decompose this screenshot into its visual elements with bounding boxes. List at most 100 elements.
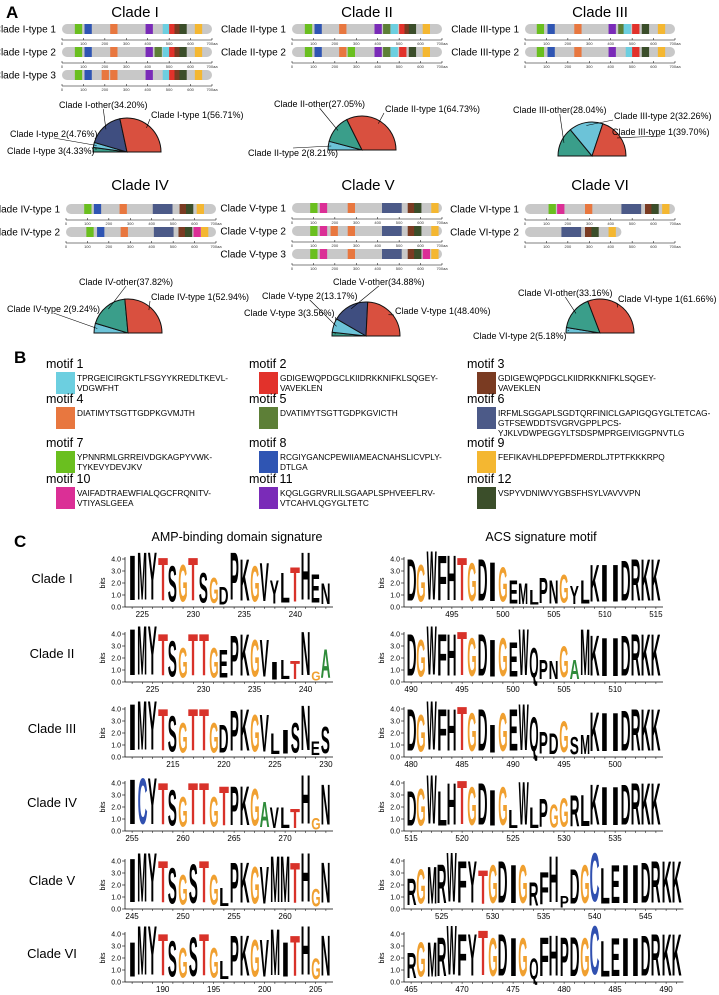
logo-letter-T: T [457, 713, 467, 759]
logo-letter-K: K [239, 565, 249, 608]
logo-letter-S: S [168, 795, 177, 832]
axis-tick-label: 400 [148, 244, 155, 249]
motif-9-block [609, 227, 616, 237]
motif-sequence: VAIFADTRAEWFIALQGCFRQNITV- [77, 488, 211, 498]
y-axis-label: bits [379, 952, 386, 963]
logo-letter-T: T [219, 791, 229, 832]
motif-3-block [408, 203, 415, 213]
y-tick-label: 1.0 [390, 817, 400, 824]
axis-tick-label: 100 [543, 64, 550, 69]
y-tick-label: 0.0 [111, 680, 121, 687]
motif-12-block [185, 227, 192, 237]
axis-tick-label: 400 [148, 221, 155, 226]
motif-10-block [320, 226, 327, 236]
y-tick-label: 2.0 [390, 581, 400, 588]
motif-6-block [561, 227, 581, 237]
motif-color-swatch [477, 407, 496, 429]
logo-letter-G: G [468, 718, 477, 758]
logo-letter-S: S [570, 739, 579, 757]
logo-letter-I: I [611, 643, 620, 683]
axis-tick-label: 0 [291, 243, 294, 248]
logo-letter-D: D [498, 867, 508, 910]
y-tick-label: 3.0 [111, 644, 121, 651]
axis-tick-label: 700aa [436, 243, 448, 248]
logo-letter-P: P [229, 641, 238, 683]
motif-label: motif 10 [46, 472, 91, 486]
pie-slice [120, 118, 161, 152]
type-label: Clade IV-type 2 [0, 228, 60, 239]
axis-tick-label: 300 [586, 64, 593, 69]
logo-letter-W: W [427, 558, 437, 608]
type-label: Clade V-type 3 [220, 250, 286, 261]
motif-sequence: DTLGA [280, 462, 308, 472]
logo-letter-E: E [508, 584, 517, 608]
motif-color-swatch [259, 407, 278, 429]
axis-tick-label: 300 [353, 266, 360, 271]
motif-4-block [339, 47, 346, 57]
logo-letter-C: C [590, 933, 600, 983]
logo-letter-H: H [549, 941, 559, 983]
pie-slice-label: Clade I-type 2(4.76%) [10, 129, 98, 139]
y-tick-label: 2.0 [390, 731, 400, 738]
logo-letter-I: I [600, 718, 609, 758]
y-tick-label: 4.0 [111, 932, 121, 939]
axis-tick-label: 100 [310, 220, 317, 225]
logo-letter-V: V [260, 945, 269, 983]
pie-slice [125, 299, 162, 333]
logo-letter-G: G [580, 943, 589, 983]
axis-tick-label: 0 [524, 41, 527, 46]
logo-letter-G: G [178, 570, 187, 608]
pie-slice-label: Clade VI-type 2(5.18%) [473, 331, 567, 341]
logo-letter-I: I [128, 710, 137, 758]
logo-letter-S: S [168, 873, 177, 910]
motif-6-block [382, 249, 402, 259]
y-tick-label: 1.0 [390, 895, 400, 902]
type-label: Clade V-type 1 [220, 204, 286, 215]
motif-7-block [310, 249, 317, 259]
axis-tick-label: 300 [353, 64, 360, 69]
motif-color-swatch [477, 487, 496, 509]
axis-tick-label: 0 [524, 64, 527, 69]
motif-entry: motif 8RCGIYGANCPEWIIAMEACNAHSLICVPLY-DT… [249, 436, 442, 473]
pie-slice-label: Clade V-type 1(48.40%) [395, 306, 491, 316]
axis-tick-label: 600 [417, 64, 424, 69]
axis-tick-label: 100 [80, 64, 87, 69]
motif-label: motif 9 [467, 436, 505, 450]
pie-slice-label: Clade VI-type 1(61.66%) [618, 294, 717, 304]
y-tick-label: 3.0 [390, 944, 400, 951]
axis-tick-label: 0 [524, 221, 527, 226]
logo-letter-K: K [651, 565, 661, 608]
logo-letter-T: T [188, 789, 198, 832]
logo-letter-V: V [260, 568, 269, 608]
motif-8-block [548, 24, 555, 34]
logo-letter-F: F [437, 715, 447, 758]
logo-letter-Y: Y [148, 784, 157, 832]
logo-letter-M: M [427, 872, 437, 910]
axis-tick-label: 0 [65, 221, 68, 226]
motif-11-block [146, 47, 153, 57]
amp-title: AMP-binding domain signature [152, 530, 323, 544]
logo-letter-K: K [590, 717, 600, 758]
logo-letter-L: L [508, 812, 518, 831]
axis-tick-label: 600 [417, 266, 424, 271]
motif-entry: motif 11KQGLGGRVRLILSGAAPLSPHVEEFLRV-VTC… [249, 472, 435, 509]
logo-letter-D: D [219, 729, 229, 758]
logo-letter-G: G [498, 718, 507, 758]
logo-letter-W: W [427, 708, 437, 758]
logo-letter-R: R [437, 942, 447, 983]
logo-letter-D: D [641, 868, 651, 910]
axis-tick-label: 500 [629, 221, 636, 226]
logo-letter-M: M [518, 586, 528, 608]
axis-tick-label: 200 [332, 41, 339, 46]
motif-entry: motif 2GDIGEWQPDGCLKIIDRKKNIFKLSQGEY-VAV… [249, 357, 438, 394]
logo-letter-T: T [158, 640, 168, 683]
logo-letter-S: S [291, 727, 300, 758]
y-axis-label: bits [100, 801, 107, 812]
logo-letter-S: S [168, 571, 177, 608]
motif-8-block [97, 227, 104, 237]
axis-tick-label: 100 [310, 243, 317, 248]
motif-sequence: GTFSEWDDTSVGRVGPPLPCS- [498, 418, 622, 428]
